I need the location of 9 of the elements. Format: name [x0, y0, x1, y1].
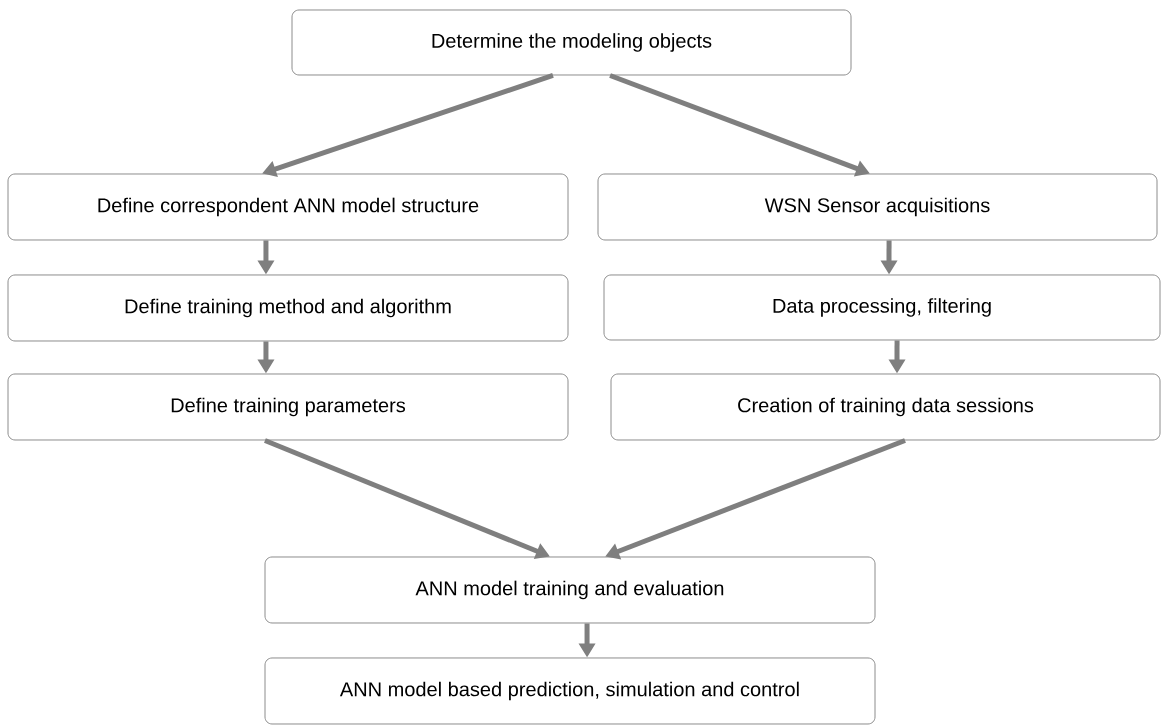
process-box: ANN model based prediction, simulation and control [264, 657, 876, 725]
process-box: Define training method and algorithm [7, 274, 569, 342]
process-box: Determine the modeling objects [291, 9, 852, 76]
process-box: Creation of training data sessions [610, 373, 1161, 441]
process-box: ANN model training and evaluation [264, 556, 876, 624]
process-box: Data processing, filtering [603, 274, 1161, 341]
process-box: Define correspondent ANN model structure [7, 173, 569, 241]
process-box: Define training parameters [7, 373, 569, 441]
process-box: WSN Sensor acquisitions [597, 173, 1158, 241]
